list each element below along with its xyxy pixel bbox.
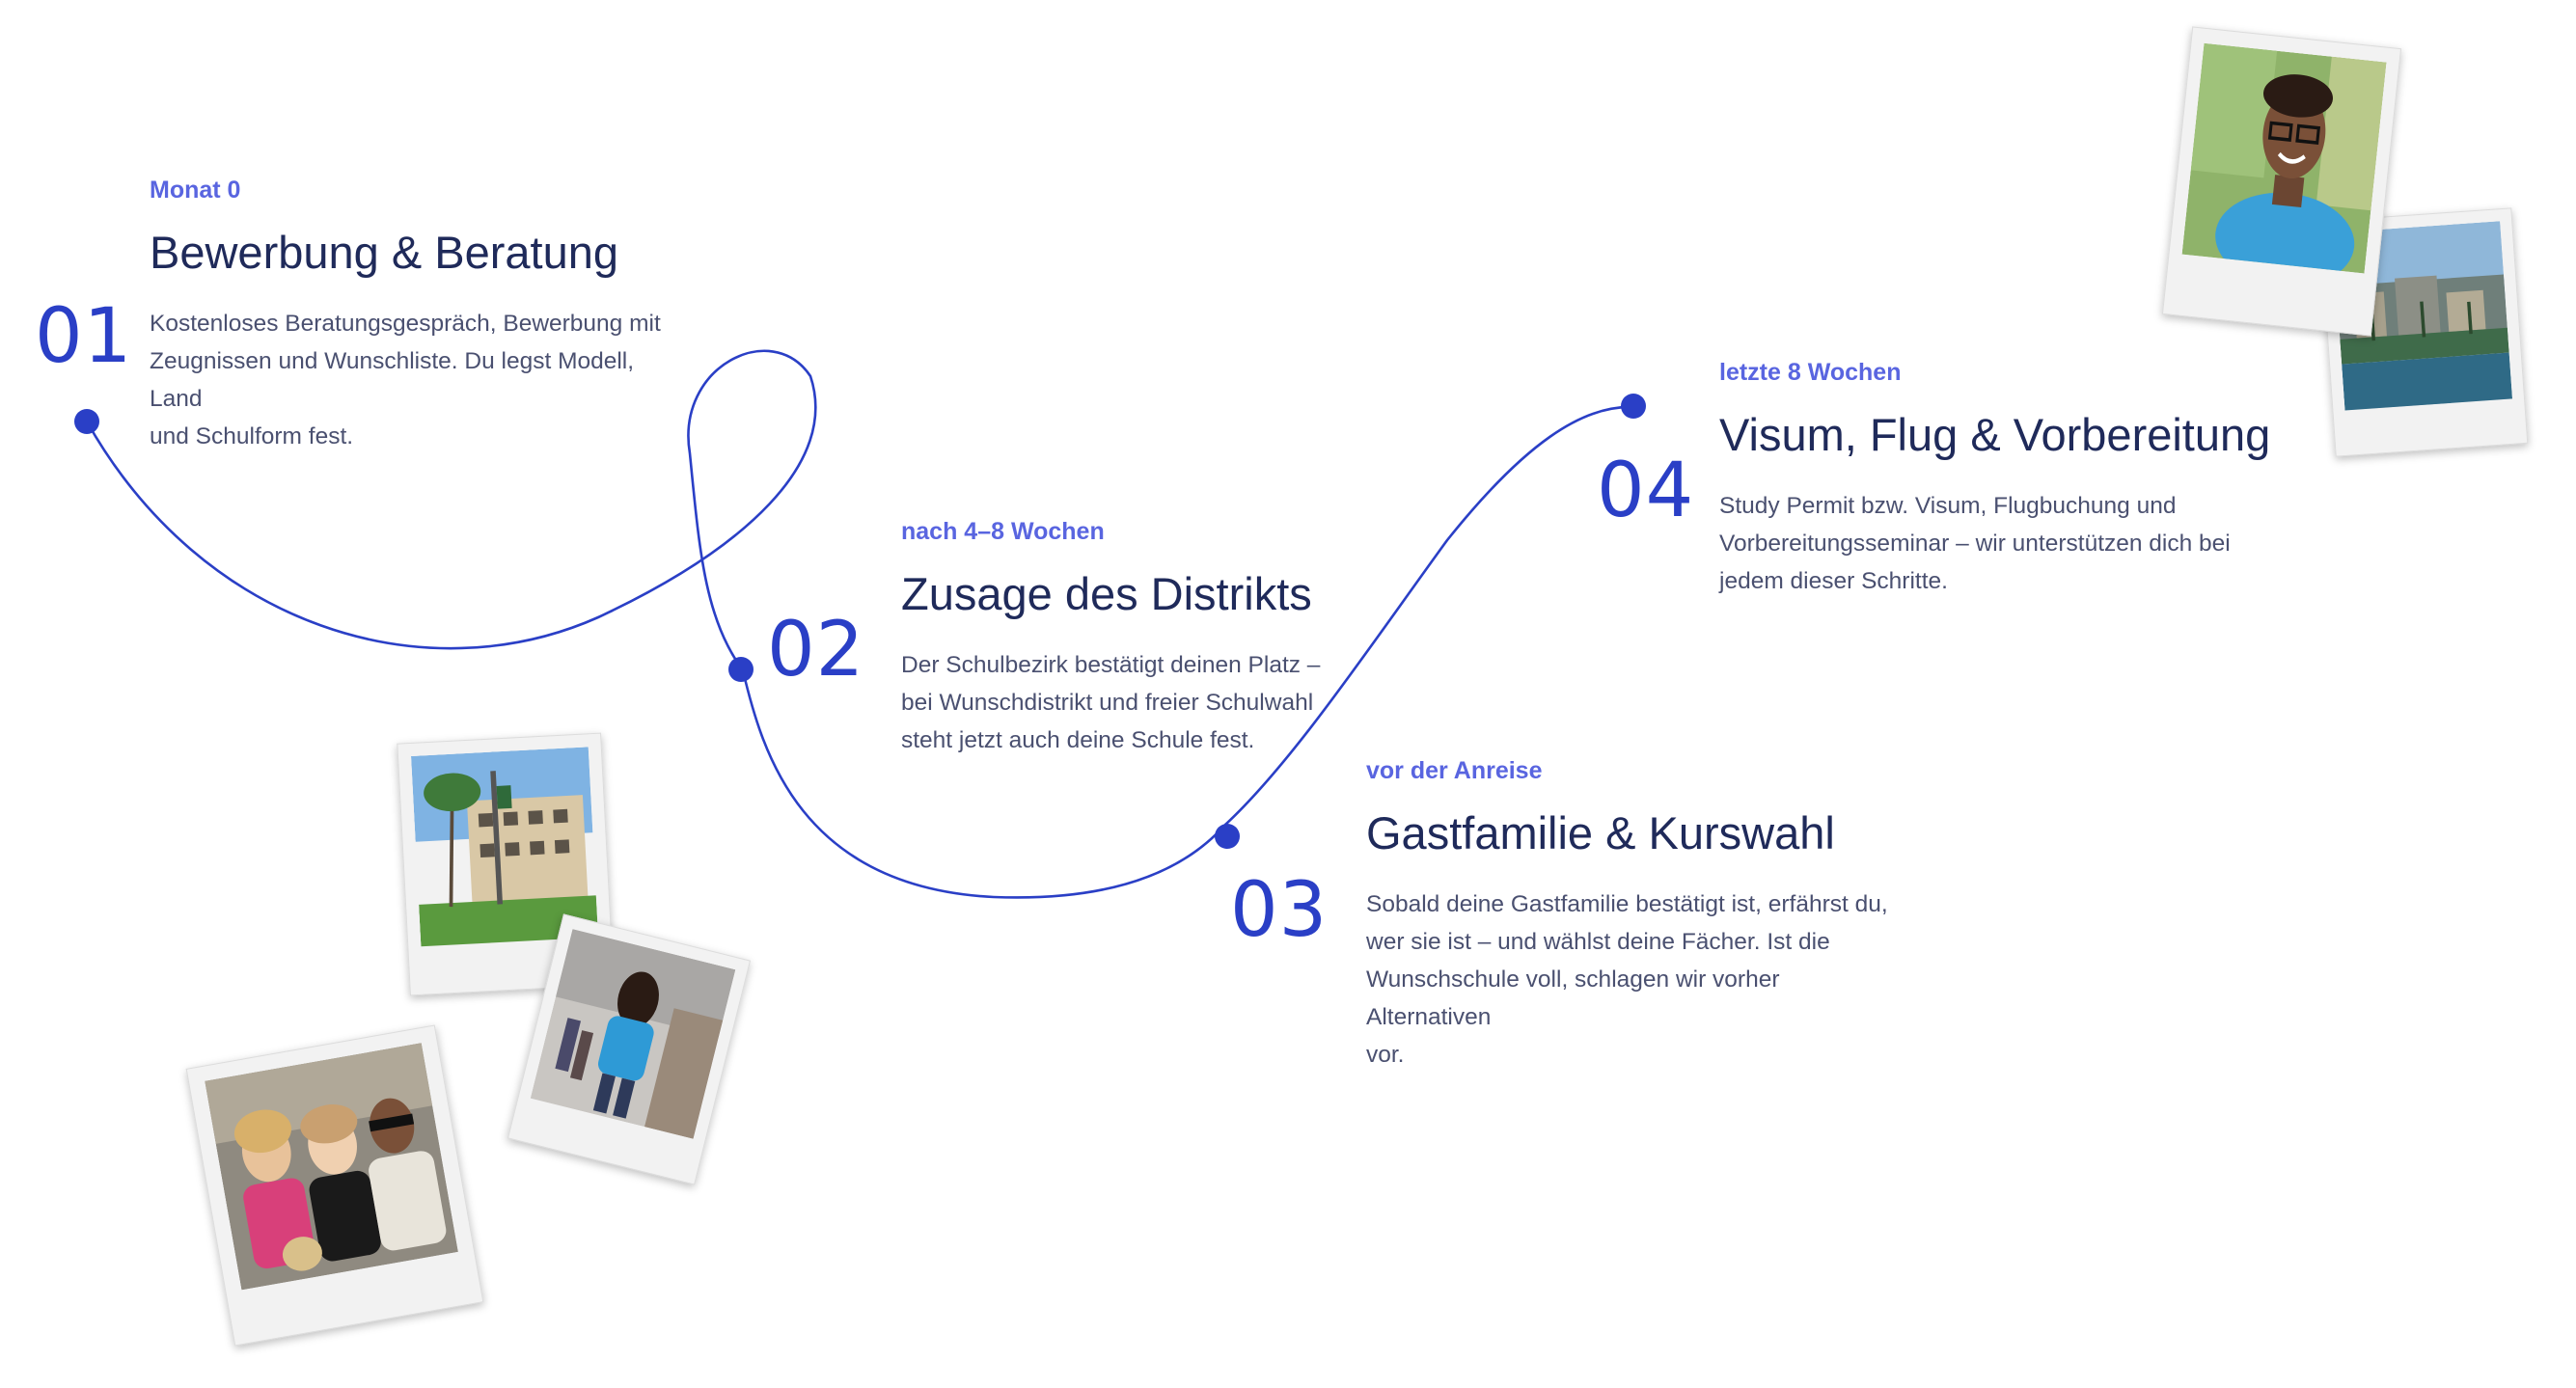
step-timing: vor der Anreise [1366,757,1543,784]
polaroid-campus-building [397,732,615,996]
step-number-02: 02 [767,607,865,694]
step-description: Der Schulbezirk bestätigt deinen Platz –… [901,652,1321,754]
friends-group-photo [204,1042,459,1291]
step-timing: nach 4–8 Wochen [901,518,1105,545]
step-title: Visum, Flug & Vorbereitung [1719,409,2271,460]
timeline-dot-04 [1621,394,1646,419]
student-portrait-photo [2181,42,2387,274]
step-03: vor der Anreise Gastfamilie & Kurswahl S… [1366,757,1964,1074]
step-description: Sobald deine Gastfamilie bestätigt ist, … [1366,891,1888,1069]
step-number-03: 03 [1230,867,1329,954]
step-title: Zusage des Distrikts [901,568,1312,619]
step-04: letzte 8 Wochen Visum, Flug & Vorbereitu… [1719,359,2317,600]
step-02: nach 4–8 Wochen Zusage des Distrikts Der… [901,518,1461,759]
step-01: Monat 0 Bewerbung & Beratung Kostenloses… [150,177,709,455]
student-walking-photo [530,928,736,1139]
polaroid-student-walking [507,913,752,1185]
timeline-curve [85,349,1634,899]
polaroid-friends-group [185,1024,484,1347]
polaroid-student-portrait [2161,26,2402,337]
timeline-dot-01 [74,409,99,434]
step-timing: letzte 8 Wochen [1719,359,1902,386]
step-number-04: 04 [1597,448,1695,534]
step-description: Study Permit bzw. Visum, Flugbuchung und… [1719,493,2231,595]
step-timing: Monat 0 [150,177,241,204]
step-title: Bewerbung & Beratung [150,227,618,278]
step-title: Gastfamilie & Kurswahl [1366,807,1835,858]
timeline-dot-03 [1215,824,1240,849]
timeline-dot-02 [728,657,754,682]
step-number-01: 01 [35,293,133,380]
step-description: Kostenloses Beratungsgespräch, Bewerbung… [150,311,661,450]
campus-building-photo [410,747,599,947]
